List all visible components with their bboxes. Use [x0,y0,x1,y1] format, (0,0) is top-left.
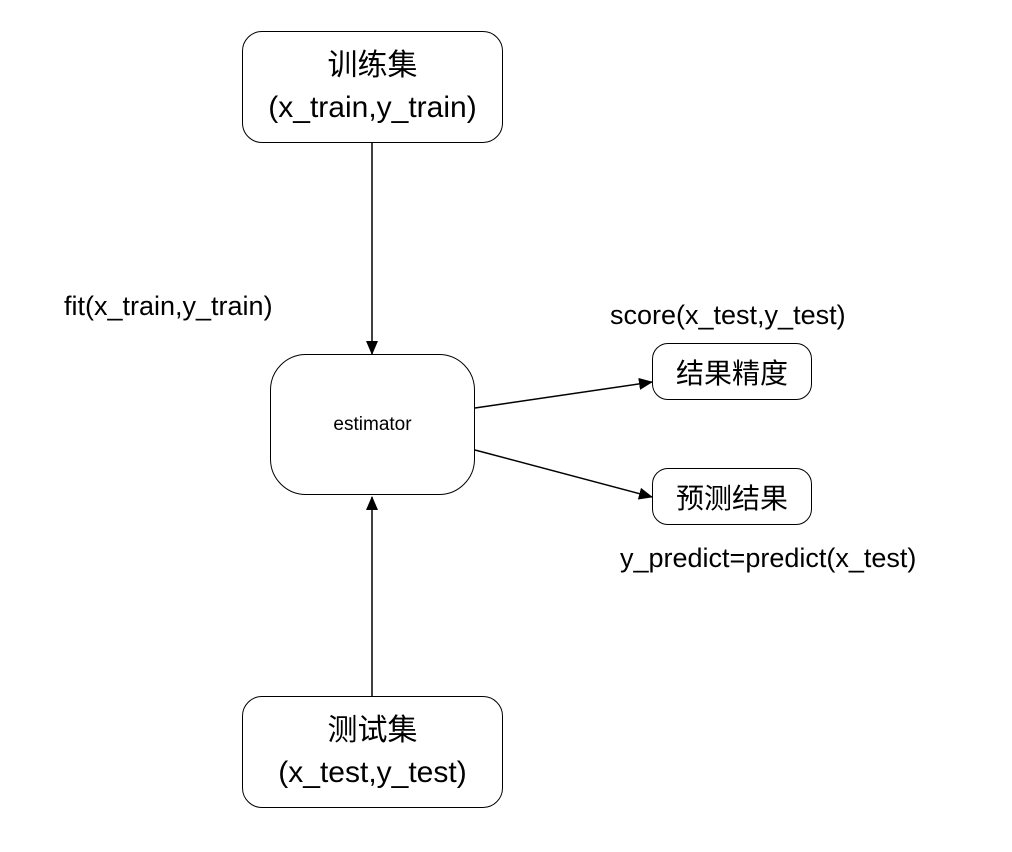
accuracy-node: 结果精度 [652,343,812,400]
arrow-estimator-to-accuracy [474,377,653,409]
estimator-label: estimator [333,413,412,435]
estimator-node: estimator [270,354,475,495]
test-set-subtitle: (x_test,y_test) [278,756,467,789]
test-set-node: 测试集 (x_test,y_test) [242,696,503,808]
test-set-title: 测试集 [327,714,418,747]
score-edge-label: score(x_test,y_test) [610,300,846,330]
fit-edge-label: fit(x_train,y_train) [64,291,273,321]
predict-edge-label: y_predict=predict(x_test) [620,543,917,573]
train-set-subtitle: (x_train,y_train) [268,91,477,124]
accuracy-label: 结果精度 [675,357,788,389]
arrow-estimator-to-prediction [474,449,653,500]
train-set-title: 训练集 [327,49,418,82]
prediction-label: 预测结果 [675,482,788,514]
prediction-node: 预测结果 [652,468,812,525]
train-set-node: 训练集 (x_train,y_train) [242,31,503,143]
